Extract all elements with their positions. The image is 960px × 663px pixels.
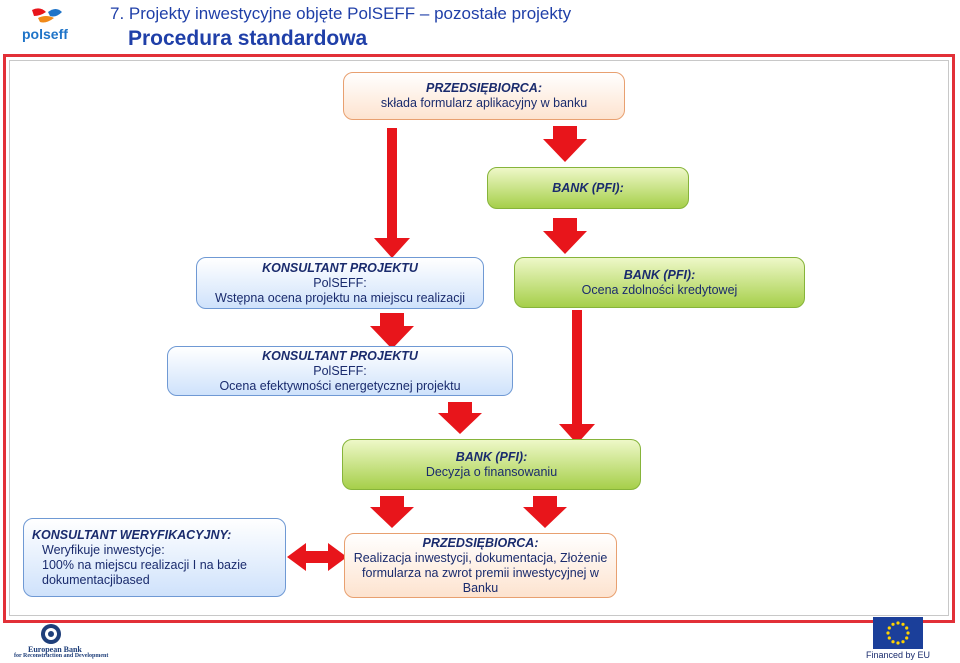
box-heading: BANK (PFI):: [552, 180, 624, 195]
box-bank-financing-decision: BANK (PFI): Decyzja o finansowaniu: [342, 439, 641, 490]
box-text: Decyzja o finansowaniu: [425, 464, 558, 479]
box-text: składa formularz aplikacyjny w banku: [380, 96, 588, 110]
arrow-to-bank-credit: [543, 218, 587, 254]
box-heading: PRZEDSIĘBIORCA:: [426, 81, 542, 95]
box-heading: PRZEDSIĘBIORCA:: [422, 535, 539, 550]
box-consultant-efficiency-assessment: KONSULTANT PROJEKTU PolSEFF: Ocena efekt…: [167, 346, 513, 396]
box-bank-credit-assessment: BANK (PFI): Ocena zdolności kredytowej: [514, 257, 805, 308]
box-text: Ocena zdolności kredytowej: [581, 282, 738, 297]
arrow-to-decision-left: [438, 402, 482, 434]
arrow-to-efficiency: [370, 313, 414, 349]
diagram-inner-frame: [9, 60, 949, 616]
box-entrepreneur-application: PRZEDSIĘBIORCA: składa formularz aplikac…: [343, 72, 625, 120]
ebrd-logo: [41, 624, 61, 644]
ebrd-line2: for Reconstruction and Development: [14, 653, 109, 659]
box-entrepreneur-realization: PRZEDSIĘBIORCA: Realizacja inwestycji, d…: [344, 533, 617, 598]
box-heading: KONSULTANT PROJEKTU: [262, 348, 418, 363]
box-heading: BANK (PFI):: [455, 449, 528, 464]
ebrd-line1: European Bank: [28, 645, 82, 654]
box-text: dokumentacjibased: [42, 572, 150, 587]
box-text: Ocena efektywności energetycznej projekt…: [219, 378, 461, 393]
arrow-to-bank: [543, 126, 587, 162]
box-text: PolSEFF:: [313, 363, 367, 378]
box-heading: BANK (PFI):: [623, 267, 696, 282]
logo-text: polseff: [22, 26, 68, 42]
polseff-logo: polseff: [18, 6, 78, 48]
box-text: Realizacja inwestycji, dokumentacja, Zło…: [353, 550, 608, 565]
box-text: PolSEFF:: [313, 275, 367, 290]
box-text: formularza na zwrot premii inwestycyjnej…: [362, 565, 599, 580]
box-text: 100% na miejscu realizacji I na bazie: [42, 557, 247, 572]
box-verification-consultant: KONSULTANT WERYFIKACYJNY: Weryfikuje inw…: [23, 518, 286, 597]
box-text: Wstępna ocena projektu na miejscu realiz…: [214, 290, 466, 305]
financed-by-eu: Financed by EU: [866, 650, 931, 660]
box-heading: KONSULTANT WERYFIKACYJNY:: [32, 527, 232, 542]
arrow-long-right: [559, 310, 595, 444]
box-text: Banku: [462, 580, 499, 595]
diagram-frame: [3, 54, 955, 623]
arrow-decision-to-realization-right: [523, 496, 567, 528]
page-subtitle: Procedura standardowa: [128, 27, 368, 50]
arrow-long-left: [374, 128, 410, 258]
arrow-realization-to-verification: [287, 543, 347, 571]
ebrd-name: European Bank for Reconstruction and Dev…: [14, 646, 108, 660]
box-text: Weryfikuje inwestycje:: [42, 542, 165, 557]
box-heading: KONSULTANT PROJEKTU: [262, 260, 418, 275]
page-title: 7. Projekty inwestycyjne objęte PolSEFF …: [110, 4, 572, 23]
box-consultant-initial-assessment: KONSULTANT PROJEKTU PolSEFF: Wstępna oce…: [196, 257, 484, 309]
arrow-decision-to-realization-left: [370, 496, 414, 528]
eu-flag-icon: [873, 617, 923, 649]
box-bank: BANK (PFI):: [487, 167, 689, 209]
